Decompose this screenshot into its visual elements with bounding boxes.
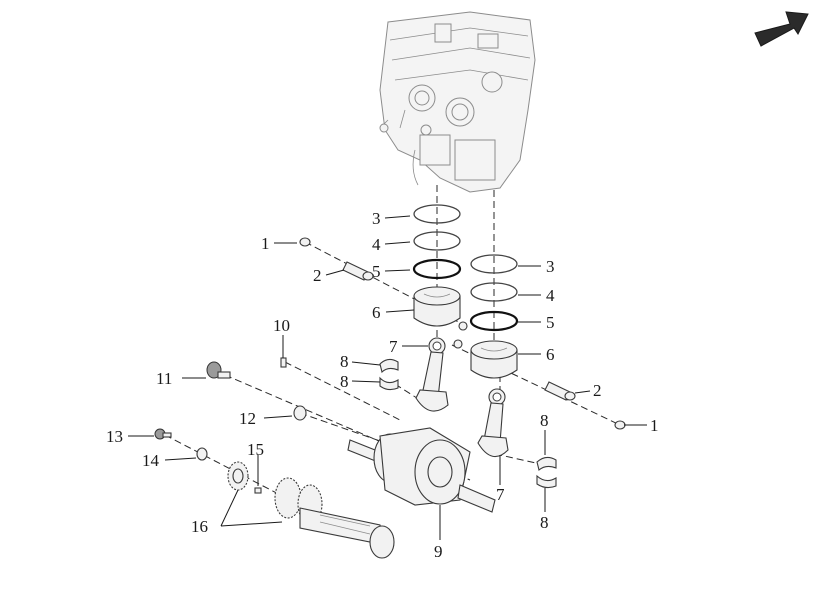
cylinder2-second-ring bbox=[470, 282, 518, 302]
label-c2-ring-oil: 5 bbox=[546, 313, 555, 332]
crank-washer bbox=[293, 405, 307, 421]
label-crankshaft: 9 bbox=[434, 542, 443, 561]
label-c1-piston: 6 bbox=[372, 303, 381, 322]
label-washer: 12 bbox=[239, 409, 256, 428]
cylinder2-piston-pin bbox=[544, 381, 576, 401]
cylinder1-top-ring bbox=[413, 204, 461, 224]
label-small-washer: 14 bbox=[142, 451, 160, 470]
cylinder2-oil-ring bbox=[469, 310, 519, 332]
label-bolt: 11 bbox=[156, 369, 172, 388]
label-c1-ring-second: 4 bbox=[372, 235, 381, 254]
cylinder1-connecting-rod bbox=[415, 337, 449, 412]
label-c1-bearing-upper: 8 bbox=[340, 352, 349, 371]
woodruff-key bbox=[254, 487, 262, 494]
label-c1-clip: 1 bbox=[261, 234, 270, 253]
label-c2-bearing-lower: 8 bbox=[540, 513, 549, 532]
label-c2-pin: 2 bbox=[593, 381, 602, 400]
label-c1-ring-oil: 5 bbox=[372, 262, 381, 281]
dowel-pin bbox=[280, 357, 287, 368]
label-c1-ring-top: 3 bbox=[372, 209, 381, 228]
label-c2-ring-second: 4 bbox=[546, 286, 555, 305]
label-c1-rod: 7 bbox=[389, 337, 398, 356]
crankshaft-assembly bbox=[347, 427, 496, 513]
cylinder2-top-ring bbox=[470, 254, 518, 274]
label-c2-piston: 6 bbox=[546, 345, 555, 364]
label-c2-rod: 7 bbox=[496, 485, 505, 504]
front-direction-arrow-icon bbox=[754, 11, 809, 47]
cylinder1-circlip bbox=[299, 237, 311, 247]
label-c1-pin: 2 bbox=[313, 266, 322, 285]
cylinder1-piston bbox=[413, 286, 461, 327]
label-small-bolt: 13 bbox=[106, 427, 123, 446]
cylinder2-bearing-lower bbox=[536, 474, 557, 489]
cylinder1-bearing-lower bbox=[379, 376, 399, 391]
label-c1-bearing-lower: 8 bbox=[340, 372, 349, 391]
cylinder1-inner-circlip bbox=[458, 321, 468, 331]
leader-lines bbox=[128, 215, 647, 540]
label-c2-bearing-upper: 8 bbox=[540, 411, 549, 430]
label-key: 15 bbox=[247, 440, 264, 459]
cylinder1-bearing-upper bbox=[379, 358, 399, 374]
cylinder2-circlip bbox=[614, 420, 626, 430]
label-dowel: 10 bbox=[273, 316, 290, 335]
label-c2-ring-top: 3 bbox=[546, 257, 555, 276]
small-washer bbox=[196, 447, 208, 461]
engine-block-illustration bbox=[379, 11, 536, 193]
small-bolt bbox=[154, 428, 172, 440]
cylinder2-piston bbox=[470, 340, 518, 379]
cylinder1-piston-pin bbox=[342, 261, 374, 281]
label-c2-clip: 1 bbox=[650, 416, 659, 435]
cylinder1-second-ring bbox=[413, 231, 461, 251]
crank-bolt bbox=[206, 361, 231, 379]
part-number-labels: 3 4 5 1 2 6 7 8 8 3 4 5 6 2 1 8 8 7 10 1… bbox=[106, 209, 659, 561]
balance-shaft bbox=[299, 507, 395, 559]
cylinder2-bearing-upper bbox=[536, 456, 557, 471]
cylinder1-oil-ring bbox=[412, 258, 462, 280]
cylinder2-inner-circlip bbox=[453, 339, 463, 349]
cylinder2-connecting-rod bbox=[477, 388, 509, 458]
label-gears: 16 bbox=[191, 517, 208, 536]
